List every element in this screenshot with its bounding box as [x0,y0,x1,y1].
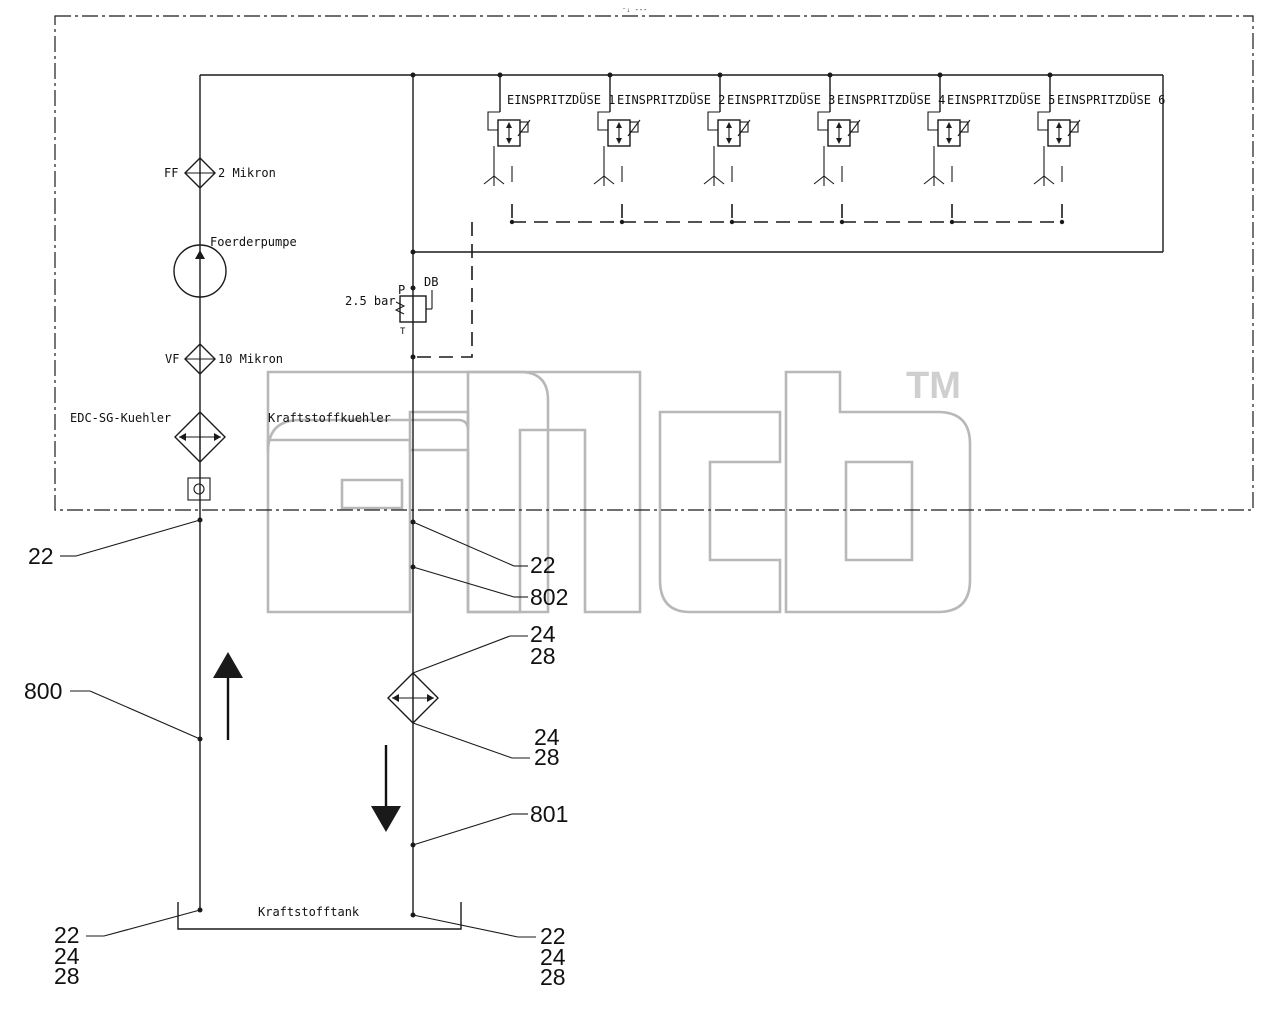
junction-dots [410,72,416,360]
pressure-label: 2.5 bar [345,294,396,308]
injector-1: EINSPRITZDÜSE 1 [483,72,615,225]
injector-5: EINSPRITZDÜSE 5 [923,72,1055,225]
callout-22-left: 22 [28,543,54,569]
fuel-cooler-label: Kraftstoffkuehler [268,411,391,425]
watermark: TM [266,365,972,614]
ff-label: FF [164,166,178,180]
injector-label: EINSPRITZDÜSE 6 [1057,91,1165,107]
vf-rating: 10 Mikron [218,352,283,366]
pump-label: Foerderpumpe [210,235,297,249]
callouts: 22 22 802 800 24 28 24 28 801 22 24 28 [24,517,568,990]
header-mark: ⁻ᵢ --- [622,6,647,14]
injector-label: EINSPRITZDÜSE 5 [947,91,1055,107]
callout-24-top: 24 [530,621,556,647]
callout-801: 801 [530,801,568,827]
ff-filter: FF 2 Mikron [164,157,276,189]
callout-22-right: 22 [530,552,556,578]
callout-800: 800 [24,678,62,704]
injector-6: EINSPRITZDÜSE 6 [1033,72,1165,225]
tank-right-22: 22 [540,923,566,949]
injector-label: EINSPRITZDÜSE 1 [507,91,615,107]
injector-2: EINSPRITZDÜSE 2 [593,72,725,225]
tank-right-24: 24 [540,944,566,970]
injector-label: EINSPRITZDÜSE 2 [617,91,725,107]
callout-24-bottom: 24 [534,724,560,750]
callout-802: 802 [530,584,568,610]
injector-3: EINSPRITZDÜSE 3 [703,72,835,225]
valve-db: DB [424,275,438,289]
valve-t: T [400,327,406,337]
pressure-relief-valve: 2.5 bar P T DB [345,275,438,337]
watermark-tm: TM [906,365,961,407]
lower-fuel-cooler [387,672,439,724]
feed-pump: Foerderpumpe [173,235,297,298]
injector-4: EINSPRITZDÜSE 4 [813,72,945,225]
tank-left-28: 28 [54,963,80,989]
callout-28-top: 28 [530,643,556,669]
fuel-tank: Kraftstofftank [177,902,462,930]
leakoff-line [413,221,1060,358]
tank-right-28: 28 [540,964,566,990]
vf-filter: VF 10 Mikron [165,343,283,375]
vf-label: VF [165,352,179,366]
engine-boundary [54,15,1254,511]
tank-left-24: 24 [54,943,80,969]
injector-label: EINSPRITZDÜSE 4 [837,91,945,107]
injector-label: EINSPRITZDÜSE 3 [727,91,835,107]
flow-up-arrow [213,652,243,740]
edc-cooler: EDC-SG-Kuehler [70,411,226,501]
valve-p: P [398,283,405,297]
tank-left-22: 22 [54,922,80,948]
flow-down-arrow [371,745,401,832]
ff-rating: 2 Mikron [218,166,276,180]
tank-label: Kraftstofftank [258,905,360,919]
callout-28-bottom: 28 [534,744,560,770]
edc-cooler-label: EDC-SG-Kuehler [70,411,171,425]
